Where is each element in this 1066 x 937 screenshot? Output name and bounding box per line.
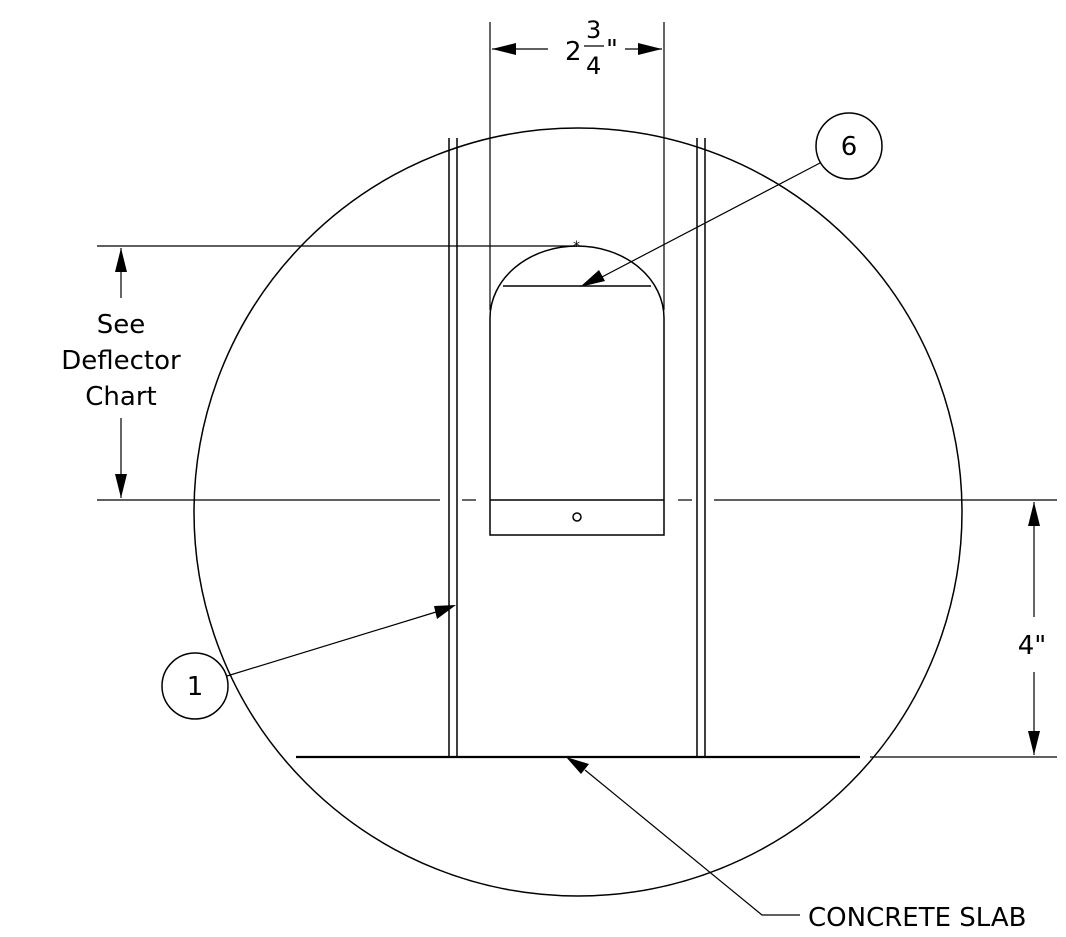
width-unit: " [606, 35, 618, 65]
balloon-6: 6 [815, 112, 883, 180]
height-dimension-label: 4" [1018, 631, 1047, 661]
balloon-1: 1 [161, 652, 229, 720]
bolt-hole [572, 512, 582, 522]
note-line-chart: Chart [85, 382, 156, 412]
width-whole: 2 [565, 37, 582, 67]
balloon-1-leader [226, 605, 456, 677]
note-line-deflector: Deflector [61, 346, 181, 376]
balloon-1-label: 1 [187, 672, 204, 702]
post-left-wall [448, 138, 458, 757]
height-dimension: 4" [1018, 502, 1047, 755]
width-dimension: 2 3 4 " [492, 16, 662, 80]
detail-circle [193, 127, 963, 897]
width-numerator: 3 [586, 16, 601, 44]
post-right-wall [696, 138, 706, 757]
deflector-shape: * [489, 239, 665, 536]
width-denominator: 4 [586, 52, 601, 80]
balloon-6-label: 6 [841, 132, 858, 162]
concrete-slab-leader: CONCRETE SLAB [566, 757, 1027, 933]
note-line-see: See [97, 310, 146, 340]
apex-mark: * [573, 239, 580, 255]
deflector-height-dimension: See Deflector Chart [61, 248, 181, 498]
concrete-slab-label: CONCRETE SLAB [808, 903, 1027, 933]
balloon-6-leader [580, 162, 821, 287]
